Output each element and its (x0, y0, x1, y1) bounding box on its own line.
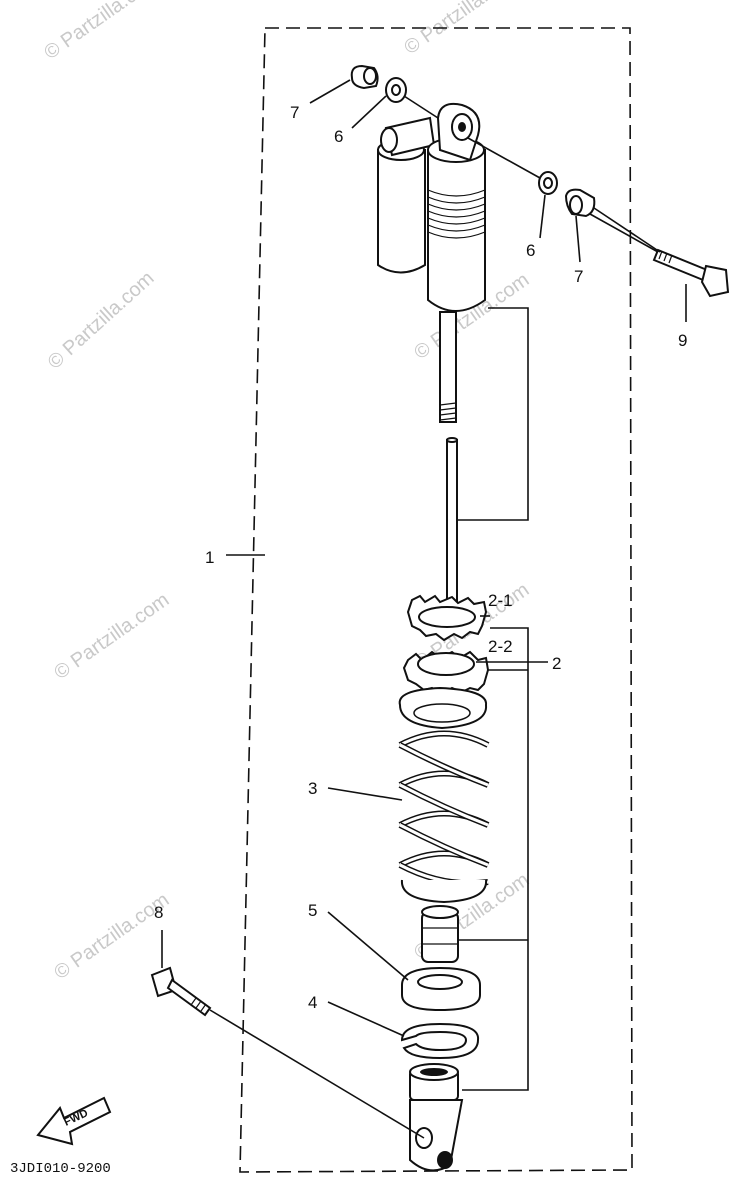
callout-8: 8 (154, 903, 163, 922)
watermark: © Partzilla.com (50, 589, 173, 684)
diagram-code: 3JDI010-9200 (10, 1161, 111, 1177)
callout-3: 3 (308, 779, 317, 798)
nut-2-1 (406, 594, 488, 642)
piston-rod (439, 311, 457, 423)
callout-1: 1 (205, 548, 214, 567)
circlip (400, 1022, 480, 1060)
callout-6: 6 (526, 241, 535, 260)
watermark: © Partzilla.com (400, 0, 523, 59)
assembly-boundary (239, 27, 633, 1173)
callout-6: 6 (334, 127, 343, 146)
watermark: © Partzilla.com (40, 0, 163, 64)
watermark: © Partzilla.com (44, 267, 159, 374)
rod (446, 437, 458, 616)
callout-7: 7 (290, 103, 299, 122)
collar-7-right (564, 188, 596, 218)
callout-2: 2 (552, 654, 561, 673)
callout-9: 9 (678, 331, 687, 350)
washer-6-left (385, 77, 407, 103)
callout-2-1: 2-1 (488, 591, 513, 610)
washer-6-right (538, 171, 558, 195)
bolt-8 (150, 966, 212, 1017)
bump-stop (421, 905, 459, 963)
bolt-9 (652, 248, 730, 298)
callout-5: 5 (308, 901, 317, 920)
damper-body (427, 102, 486, 312)
callouts: 7 6 6 7 9 1 2-1 2-2 2 3 5 4 8 (154, 103, 687, 1012)
leader-lines (161, 79, 687, 1139)
spring (398, 686, 490, 904)
nut-2-2 (402, 650, 490, 696)
fwd-arrow-icon: FWD (36, 1096, 112, 1146)
lower-clevis (409, 1063, 464, 1172)
collar-7-left (350, 64, 379, 90)
callout-4: 4 (308, 993, 317, 1012)
reservoir (377, 116, 436, 274)
callout-7: 7 (574, 267, 583, 286)
spring-seat (401, 966, 481, 1012)
callout-2-2: 2-2 (488, 637, 513, 656)
